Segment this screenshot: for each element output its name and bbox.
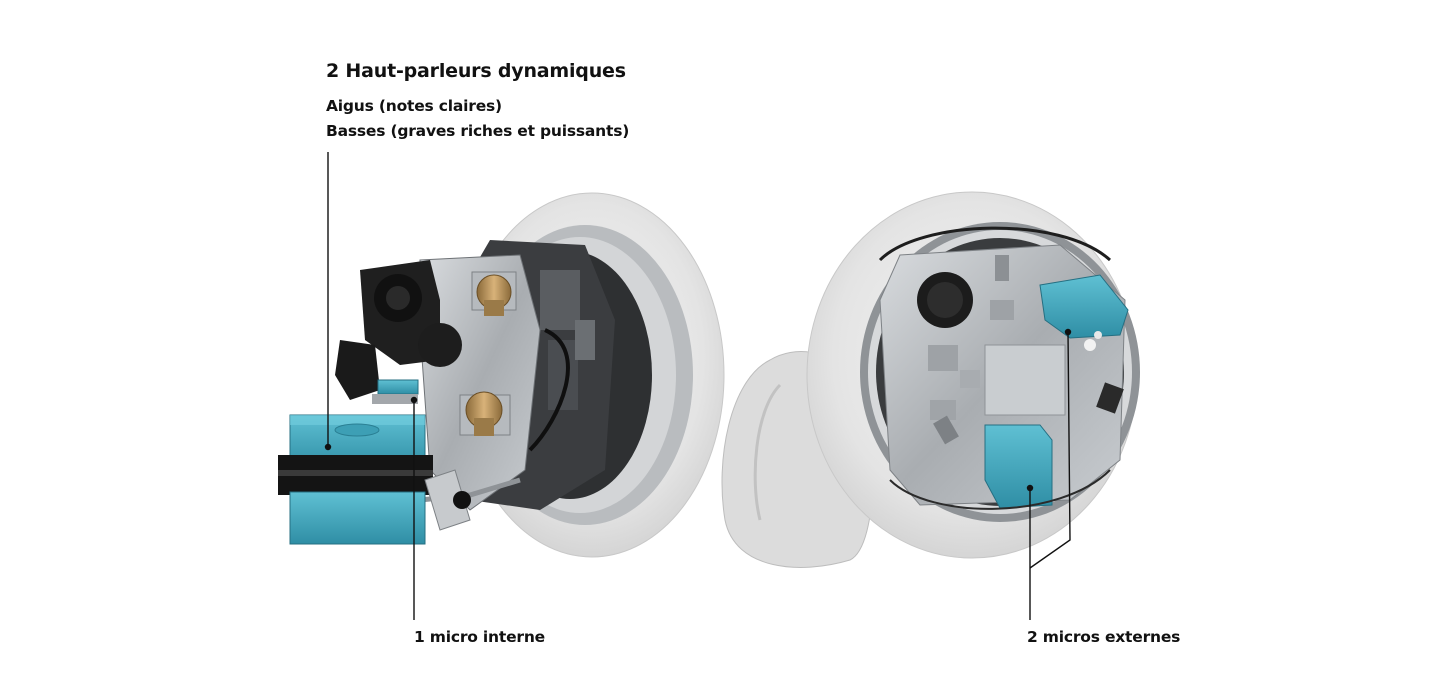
speakers-bass-line: Basses (graves riches et puissants) [326,122,630,140]
callout-leader-lines [327,152,1071,620]
left-earbud [278,192,725,558]
speakers-callout-dot [324,443,332,451]
speakers-title: 2 Haut-parleurs dynamiques [326,60,626,82]
callout-dots [324,328,1072,492]
external-mics-label: 2 micros externes [1027,628,1181,646]
speakers-treble-line: Aigus (notes claires) [326,97,502,115]
external-mic-leader-line-top [1029,331,1071,569]
external-mic-callout-dot-1 [1064,328,1072,336]
right-earbud [721,191,1140,568]
internal-mic-label: 1 micro interne [414,628,545,646]
internal-mic-callout-dot [410,396,418,404]
external-mic-callout-dot-2 [1026,484,1034,492]
